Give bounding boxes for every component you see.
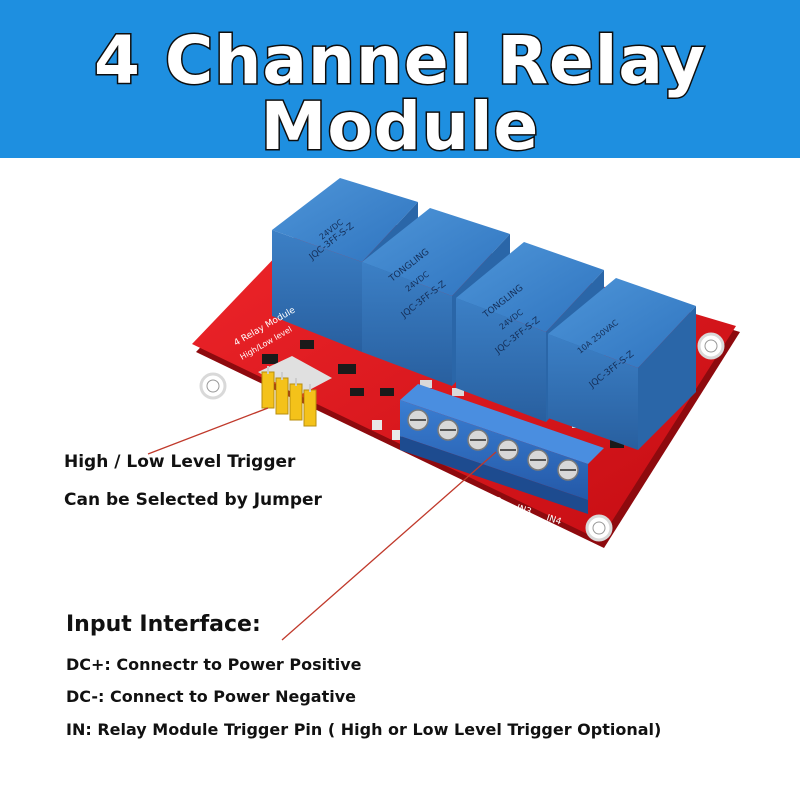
title-banner: 4 Channel Relay Module	[0, 0, 800, 165]
relay-1: JQC-3FF-S-Z 24VDC	[272, 178, 418, 352]
trigger-caption-line1: High / Low Level Trigger	[64, 452, 296, 472]
terminal-screw	[467, 429, 489, 451]
pointer-line-input	[281, 451, 497, 641]
jumper-label-s3: S3	[286, 427, 297, 437]
input-dc-minus-description: DC-: Connect to Power Negative	[66, 687, 356, 706]
terminal-screw	[497, 439, 519, 461]
jumper-header[interactable]	[258, 356, 332, 427]
relay-board-illustration: JQC-3FF-S-Z 24VDC TONGLING 24VDC JQC-3FF…	[147, 178, 740, 641]
jumper-label-s2: S2	[272, 421, 283, 431]
terminal-screw	[557, 459, 579, 481]
pointer-line-jumper	[147, 407, 269, 455]
terminal-label-dcminus: DC-	[425, 473, 444, 488]
terminal-screw	[527, 449, 549, 471]
terminal-block	[400, 384, 604, 514]
mounting-hole	[199, 372, 227, 400]
terminal-screw	[407, 409, 429, 431]
input-interface-heading: Input Interface:	[66, 612, 261, 637]
input-dc-plus-description: DC+: Connectr to Power Positive	[66, 655, 362, 674]
terminal-label-dcplus: DC+	[395, 463, 418, 479]
terminal-screw	[437, 419, 459, 441]
trigger-caption-line2: Can be Selected by Jumper	[64, 490, 322, 510]
terminal-label-in4: IN4	[545, 513, 563, 527]
terminal-label-in1: IN1	[455, 483, 472, 497]
terminal-label-in3: IN3	[515, 503, 532, 517]
input-in-description: IN: Relay Module Trigger Pin ( High or L…	[66, 720, 662, 739]
mounting-hole	[697, 332, 725, 360]
banner-title: 4 Channel Relay Module	[93, 22, 707, 165]
jumper-label-s4: S4	[300, 433, 312, 443]
mounting-hole	[585, 514, 613, 542]
terminal-label-in2: IN2	[485, 493, 502, 507]
relay-4: 10A 250VAC JQC-3FF-S-Z	[548, 278, 696, 450]
jumper-label-s1: S1	[258, 415, 269, 425]
